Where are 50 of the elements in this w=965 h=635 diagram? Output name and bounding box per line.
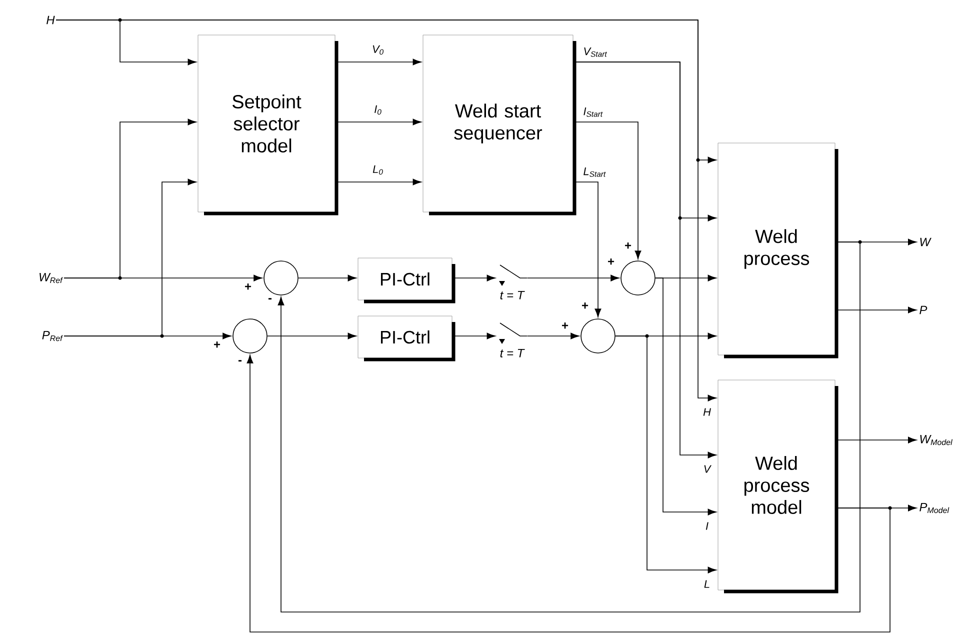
arrow — [56, 20, 716, 402]
edge-label: V — [702, 464, 712, 474]
signal-label: W — [920, 238, 932, 246]
switch-time-label: t = T — [500, 349, 525, 358]
signal-label: H — [46, 16, 55, 24]
edge-label: V$_{Start}$ — [582, 46, 608, 58]
arrow — [655, 278, 716, 516]
edge-label: L$_{Start}$ — [582, 166, 608, 178]
summing-junction — [232, 318, 268, 354]
process-box: Weld start sequencer — [422, 34, 576, 216]
sign-label: + — [214, 341, 220, 348]
sign-label: + — [608, 258, 614, 265]
signal-label: P$_{Model}$ — [920, 502, 950, 514]
arrow — [246, 354, 890, 632]
arrow — [64, 274, 262, 282]
arrow — [64, 332, 232, 340]
sign-label: + — [625, 242, 632, 249]
edge-label: I$_{0}$ — [373, 104, 383, 116]
signal-label: W$_{Ref}$ — [40, 272, 63, 284]
edge-label: I — [704, 521, 710, 531]
process-box: Setpoint selector model — [198, 34, 338, 216]
summing-junction — [264, 260, 298, 296]
process-box: Weld process model — [718, 380, 838, 594]
edge-label: V$_{0}$ — [370, 44, 386, 56]
summing-junction — [620, 260, 656, 296]
signal-label: W$_{Model}$ — [920, 434, 952, 446]
summing-junction — [580, 318, 616, 354]
arrow — [615, 336, 716, 574]
sign-label: + — [245, 283, 252, 290]
arrow — [267, 332, 356, 340]
arrow — [526, 274, 620, 282]
sign-label: + — [562, 322, 568, 329]
arrow — [278, 242, 860, 612]
sign-label: + — [582, 302, 588, 309]
sign-label: - — [238, 360, 242, 362]
arrow — [526, 332, 580, 340]
arrow — [298, 274, 356, 282]
process-box: Weld process — [718, 142, 838, 358]
signal-label: P$_{Ref}$ — [42, 330, 63, 342]
edge-label: L$_{0}$ — [372, 164, 384, 176]
switch-symbol — [499, 264, 528, 286]
switch-time-label: t = T — [500, 291, 525, 300]
edge-label: H — [702, 407, 712, 417]
edge-label: I$_{Start}$ — [582, 106, 604, 118]
controller-box: PI-Ctrl — [358, 316, 456, 362]
sign-label: - — [268, 298, 272, 300]
signal-label: P — [920, 306, 928, 314]
switch-symbol — [499, 322, 528, 344]
edge-label: L — [702, 579, 712, 589]
controller-box: PI-Ctrl — [358, 258, 456, 304]
